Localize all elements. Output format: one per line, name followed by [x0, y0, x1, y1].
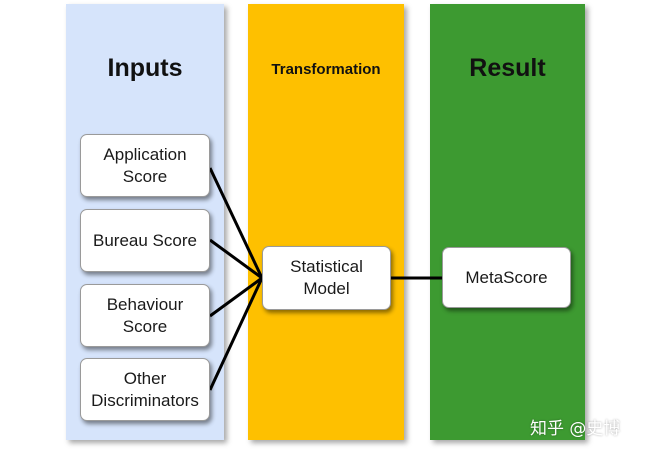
connector-application-to-model: [208, 167, 264, 279]
connector-bureau-to-model: [209, 238, 263, 280]
metascore-node: MetaScore: [442, 247, 571, 308]
transformation-title: Transformation: [271, 61, 381, 78]
result-title: Result: [469, 54, 546, 82]
statistical-model-node: Statistical Model: [262, 246, 391, 310]
connector-behaviour-to-model: [209, 276, 263, 318]
result-column: Result: [430, 4, 585, 440]
bureau-score-node: Bureau Score: [80, 209, 210, 272]
connector-other-to-model: [208, 277, 264, 391]
watermark: 知乎 @史博: [530, 419, 621, 439]
application-score-node: Application Score: [80, 134, 210, 197]
transformation-column: Transformation: [248, 4, 404, 440]
inputs-title: Inputs: [107, 54, 183, 82]
behaviour-score-node: Behaviour Score: [80, 284, 210, 347]
other-discriminators-node: Other Discriminators: [80, 358, 210, 421]
